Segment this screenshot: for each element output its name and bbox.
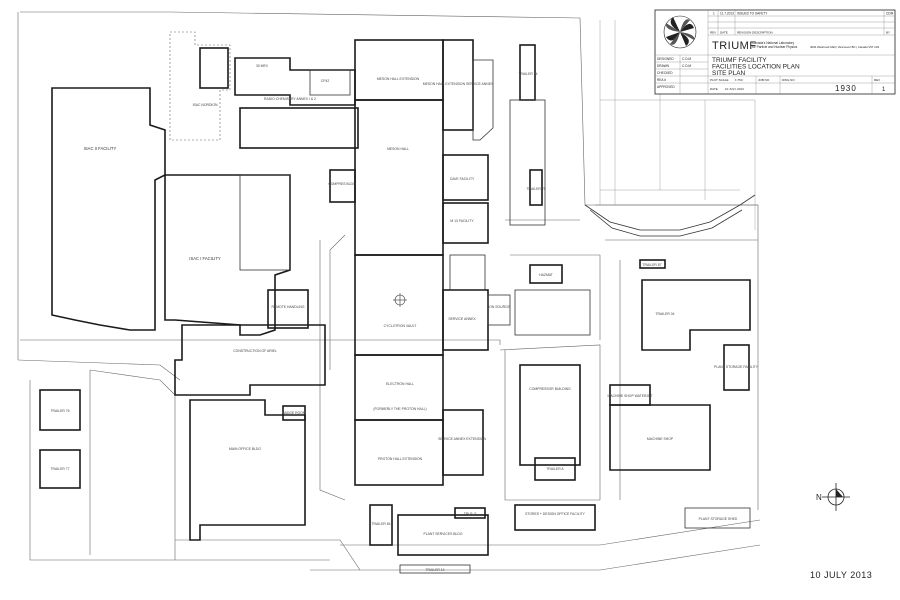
designed-value: C.D.M xyxy=(682,57,691,61)
label-trailer-5: TRLR. 5 xyxy=(464,512,477,516)
label-meson-service: MESON HALL EXTENSION SERVICE ANNEX xyxy=(423,82,494,86)
approved-label: APPROVED xyxy=(657,85,675,89)
label-ion-source: ION SOURCE xyxy=(488,305,510,309)
label-plant-services: PLANT SERVICES BLDG xyxy=(423,532,462,536)
label-plant-storage-shed: PLANT STORAGE SHED xyxy=(699,517,738,521)
plot-scale-value: 1:750 xyxy=(735,78,743,82)
north-label: N xyxy=(816,493,822,502)
building-labels: ISAC II FACILITY ISAC I FACILITY ISAC NO… xyxy=(50,64,758,572)
label-hazmat: HAZMAT xyxy=(539,273,553,277)
label-trailer-77: TRAILER 77 xyxy=(50,467,69,471)
rea-label: REA # xyxy=(657,78,666,82)
rev-header-rev: REV xyxy=(710,31,716,35)
designed-label: DESIGNED xyxy=(657,57,674,61)
label-trailer-a: TRAILER A xyxy=(546,467,564,471)
label-plant-storage-facility: PLANT STORAGE FACILITY xyxy=(714,365,759,369)
title-line-1: TRIUMF FACILITY xyxy=(712,57,767,64)
label-trailer-87: TRAILER 87 xyxy=(642,263,661,267)
label-radio-chem: RADIO CHEMISTRY ANNEX I & 2 xyxy=(264,97,316,101)
label-isac2: ISAC II FACILITY xyxy=(84,146,117,151)
triumf-logo xyxy=(663,15,697,49)
title-line-3: SITE PLAN xyxy=(712,70,746,77)
label-trailer-76: TRAILER 76 xyxy=(50,409,69,413)
curved-fence xyxy=(584,194,756,237)
rev-header-desc: REVISION DESCRIPTION xyxy=(737,31,773,35)
label-remote-handling: REMOTE HANDLING xyxy=(272,305,305,309)
label-service-annex-ext: SERVICE ANNEX EXTENSION xyxy=(438,437,486,441)
date-label: DATE xyxy=(710,87,718,91)
site-boundary xyxy=(17,11,761,571)
label-trailer-84: TRAILER 84 xyxy=(371,522,390,526)
label-trailer-75: TRAILER 75 xyxy=(526,187,545,191)
label-compres: COMPRES BLDG xyxy=(328,182,356,186)
rev-value: 1 xyxy=(882,87,886,93)
label-meson-ext: MESON HALL EXTENSION xyxy=(377,77,420,81)
date-value: 10 JULY 2013 xyxy=(725,87,744,91)
label-electron-hall: ELECTRON HALL xyxy=(386,382,414,386)
label-trailer-bottom: TRAILER 14 xyxy=(425,568,444,572)
rev-description: ISSUED TO SAFETY xyxy=(737,12,768,16)
org-address: 4004 Wesbrook Mall | Vancouver BC | Cana… xyxy=(810,45,880,49)
label-main-office: MAIN OFFICE BLDG xyxy=(229,447,261,451)
label-isac-nordion: ISAC NORDION xyxy=(193,103,218,107)
drawing-date: 10 JULY 2013 xyxy=(810,570,872,580)
title-block: 1 11.7.2013 ISSUED TO SAFETY CDM REV DAT… xyxy=(654,9,896,95)
rev-label: REV xyxy=(874,78,880,82)
checked-label: CHECKED xyxy=(657,71,673,75)
label-trailer-74: TRAILER 74 xyxy=(518,72,537,76)
title-line-2: FACILITIES LOCATION PLAN xyxy=(712,64,800,71)
drawn-value: C.D.M xyxy=(682,64,691,68)
org-subtitle-1: Canada's National Laboratory xyxy=(752,41,794,45)
label-meson-hall: MESON HALL xyxy=(387,147,409,151)
label-construction: CONSTRUCTION OF ARIEL xyxy=(233,349,277,353)
rev-by: CDM xyxy=(886,12,894,16)
dwg-number: 1930 xyxy=(835,84,857,93)
label-badge-room: BADGE ROOM xyxy=(282,411,306,415)
buildings xyxy=(39,31,751,574)
label-stores: STORES + DESIGN OFFICE FACILITY xyxy=(525,512,585,516)
rev-number: 1 xyxy=(713,12,715,16)
label-service-annex: SERVICE ANNEX xyxy=(448,317,476,321)
rev-header-by: BY xyxy=(886,31,890,35)
cyclotron-center-marker xyxy=(393,293,407,307)
org-subtitle-2: for Particle and Nuclear Physics xyxy=(752,45,798,49)
rev-header-date: DATE xyxy=(720,31,728,35)
label-proton-ext: PROTON HALL EXTENSION xyxy=(378,457,423,461)
label-30mev: 30 MEV xyxy=(256,64,269,68)
rev-date: 11.7.2013 xyxy=(720,12,734,16)
label-m13: M 13 FACILITY xyxy=(450,219,474,223)
label-isac1: ISAC I FACILITY xyxy=(189,256,221,261)
label-compressor: COMPRESSOR BUILDING xyxy=(529,387,571,391)
north-arrow: N xyxy=(816,483,850,511)
label-trailer-04: TRAILER 04 xyxy=(655,312,674,316)
label-formerly-proton: (FORMERLY THE PROTON HALL) xyxy=(373,407,426,411)
label-cave: CAVE FACILITY xyxy=(450,177,475,181)
label-cp42: CP42 xyxy=(321,79,330,83)
drawn-label: DRAWN xyxy=(657,64,670,68)
label-machine-waterjet: MACHINE SHOP WATERJET xyxy=(608,394,653,398)
dwg-label: DWG NO xyxy=(782,78,795,82)
org-name: TRIUMF xyxy=(712,40,757,52)
job-label: JOB NO xyxy=(758,78,770,82)
label-cyclotron: CYCLOTRON VAULT xyxy=(384,324,417,328)
label-machine-shop: MACHINE SHOP xyxy=(647,437,674,441)
plot-scale-label: PLOT SCALE xyxy=(710,78,728,82)
